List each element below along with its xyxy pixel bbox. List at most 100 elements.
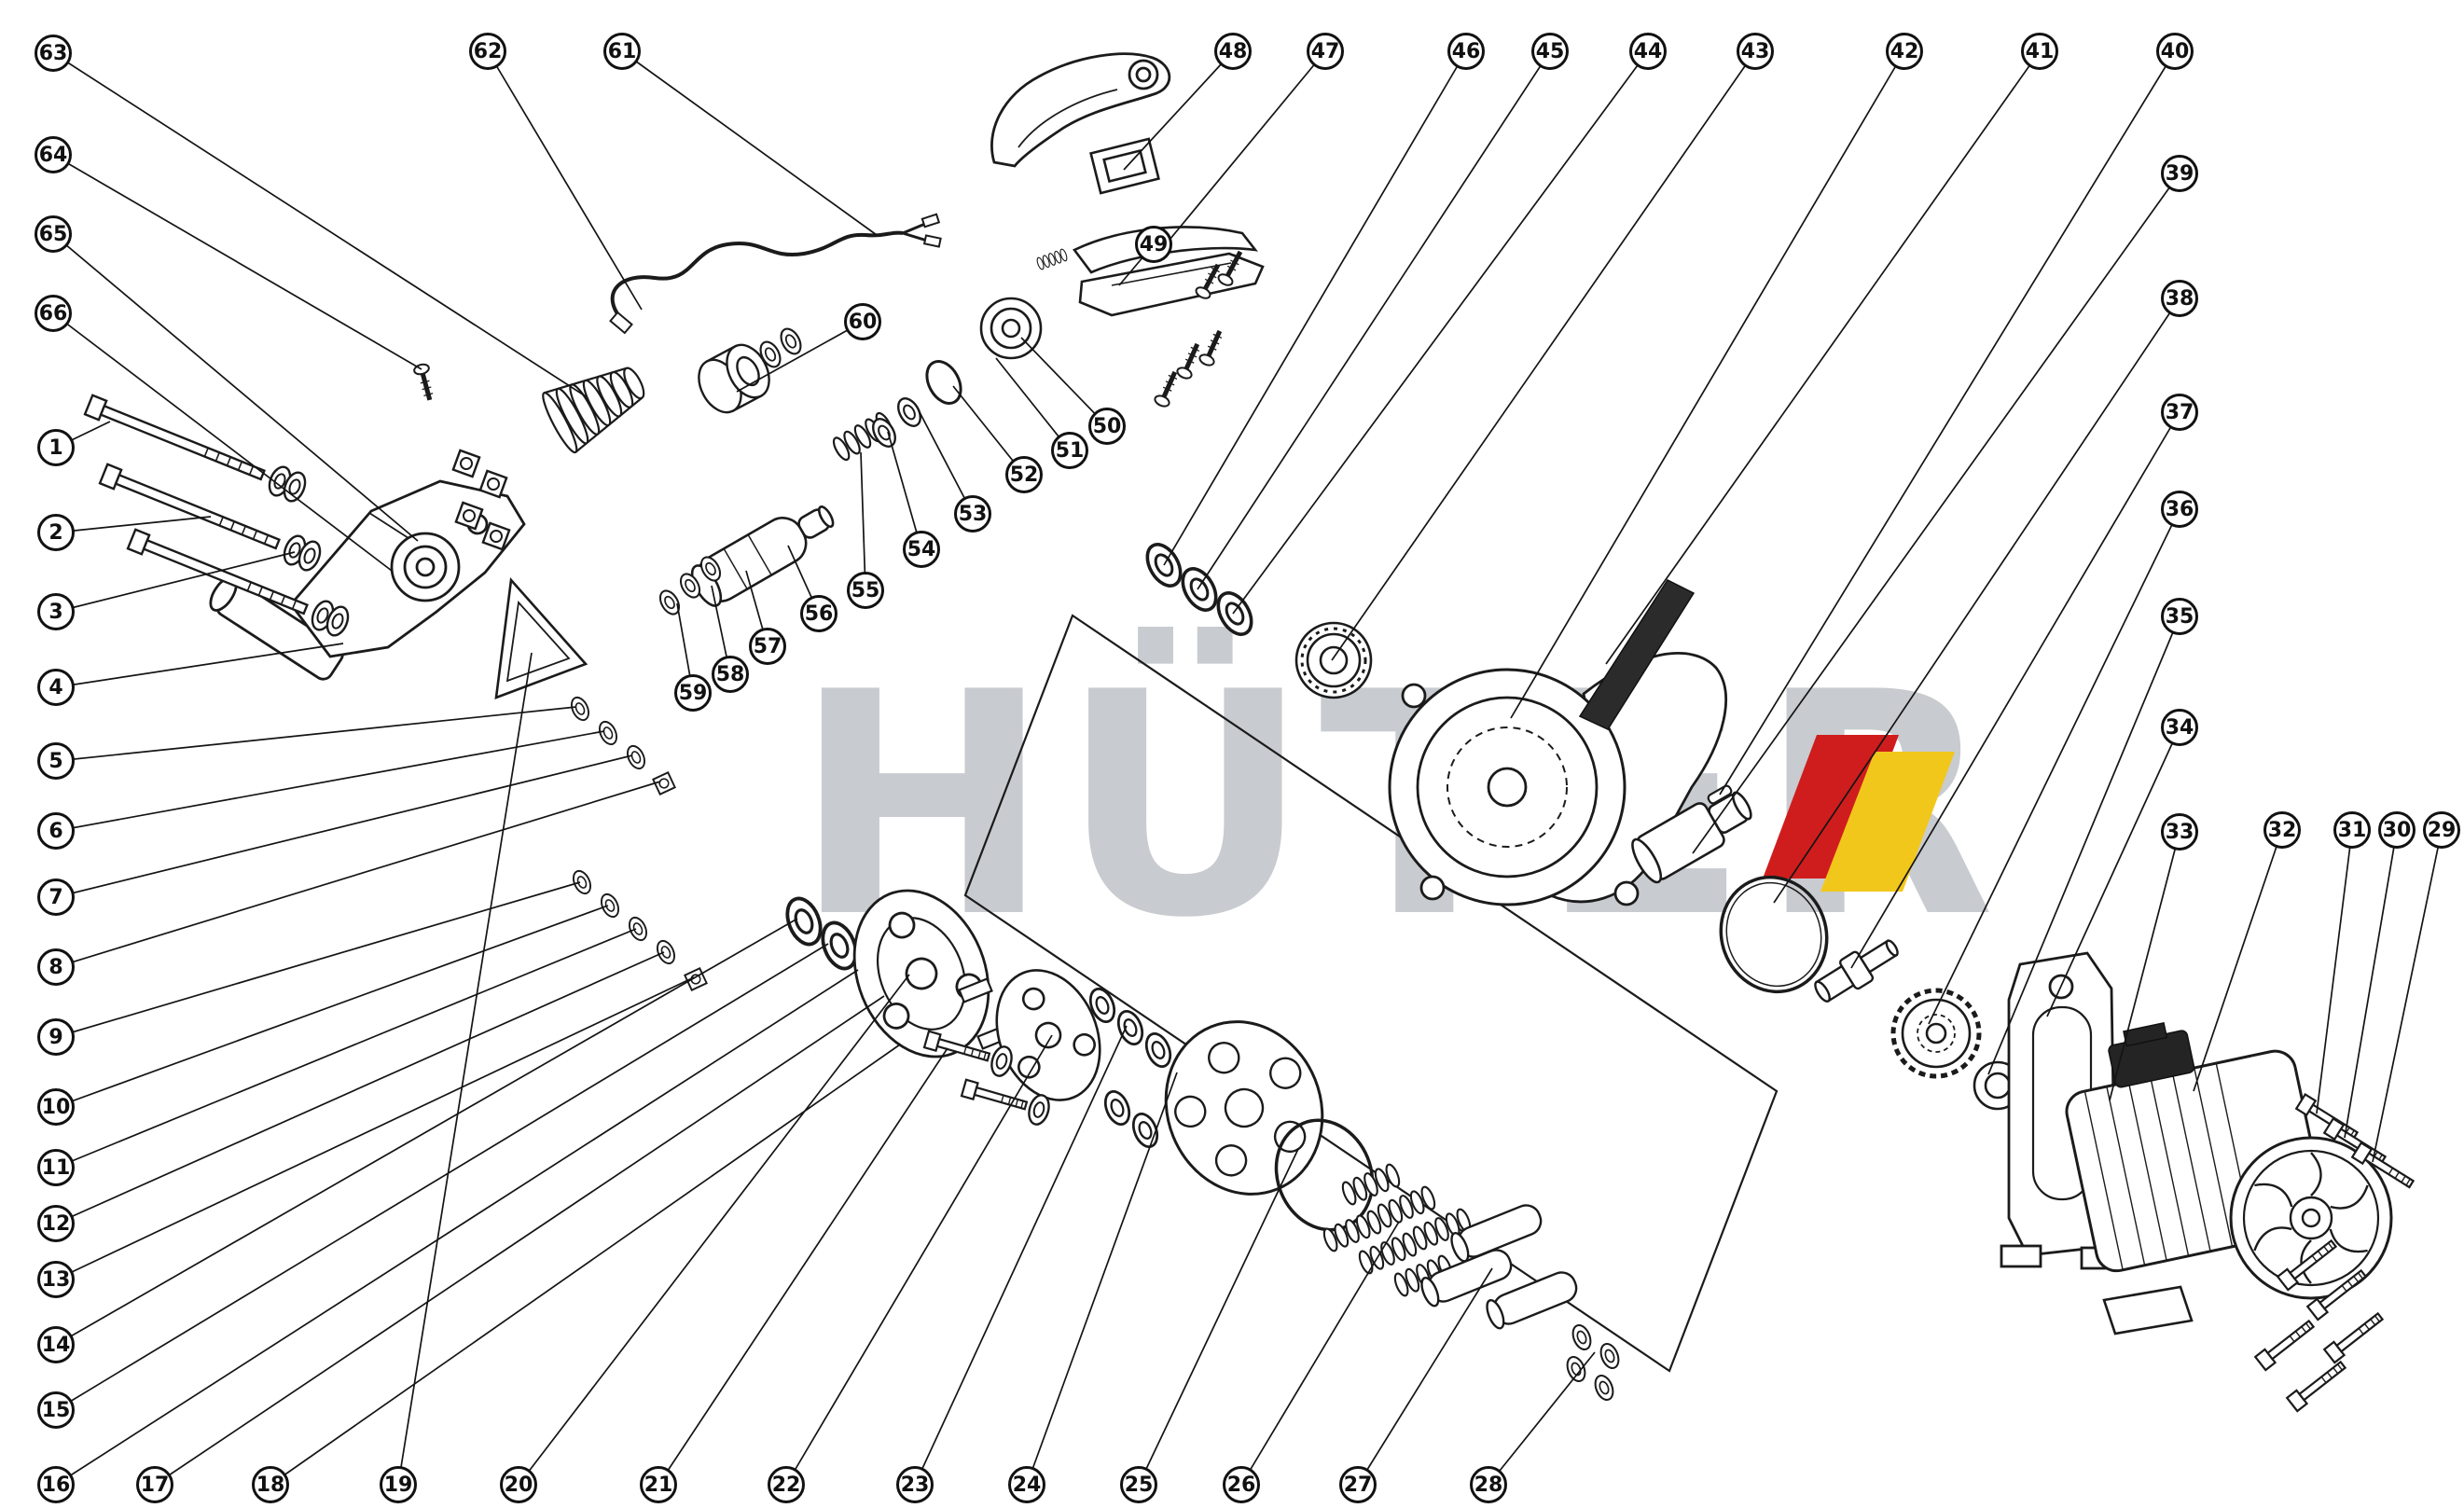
callout-63: 63 <box>35 35 72 72</box>
leader-line-15 <box>55 943 829 1411</box>
callout-11: 11 <box>37 1149 75 1186</box>
callout-59: 59 <box>674 674 712 712</box>
callout-3: 3 <box>37 593 75 630</box>
callout-54: 54 <box>903 531 940 568</box>
leader-line-33 <box>2109 831 2180 1101</box>
callout-62: 62 <box>469 33 506 70</box>
callout-31: 31 <box>2333 811 2371 849</box>
callout-12: 12 <box>37 1205 75 1242</box>
leader-line-22 <box>785 1034 1053 1486</box>
leader-line-4 <box>55 643 344 688</box>
callout-19: 19 <box>380 1466 417 1503</box>
leader-line-64 <box>52 154 422 370</box>
callout-44: 44 <box>1629 33 1667 70</box>
leader-line-37 <box>1850 411 2180 969</box>
leader-line-38 <box>1773 297 2180 904</box>
callout-20: 20 <box>500 1466 537 1503</box>
leader-lines <box>52 50 2443 1486</box>
large-o-ring-sketch <box>1719 875 1829 994</box>
leader-line-5 <box>55 706 577 762</box>
callout-23: 23 <box>896 1466 934 1503</box>
leader-line-12 <box>55 951 665 1224</box>
motor-foot-sketch <box>2102 1285 2194 1335</box>
leader-line-29 <box>2372 829 2443 1163</box>
leader-line-7 <box>55 754 633 898</box>
switch-sketch <box>1089 137 1160 195</box>
callout-60: 60 <box>844 303 881 340</box>
leader-line-16 <box>55 969 859 1486</box>
leader-line-65 <box>52 233 419 542</box>
gear-sketch <box>1890 988 1982 1079</box>
leader-line-36 <box>1928 508 2180 1025</box>
leader-line-8 <box>55 781 661 968</box>
leader-line-50 <box>1020 337 1108 427</box>
callout-7: 7 <box>37 879 75 916</box>
callout-26: 26 <box>1223 1466 1260 1503</box>
callout-38: 38 <box>2161 280 2198 317</box>
callout-58: 58 <box>712 656 749 693</box>
leader-line-25 <box>1138 1148 1299 1486</box>
callout-66: 66 <box>35 295 72 332</box>
callout-29: 29 <box>2423 811 2460 849</box>
callout-24: 24 <box>1008 1466 1045 1503</box>
leader-line-43 <box>1331 50 1756 661</box>
callout-25: 25 <box>1120 1466 1157 1503</box>
callout-35: 35 <box>2161 598 2198 635</box>
bellows-sketch <box>542 367 645 454</box>
leader-line-45 <box>1197 50 1551 590</box>
leader-line-42 <box>1510 50 1905 719</box>
callout-9: 9 <box>37 1018 75 1056</box>
leader-line-66 <box>52 312 393 572</box>
callout-18: 18 <box>252 1466 289 1503</box>
callout-21: 21 <box>640 1466 677 1503</box>
leader-line-39 <box>1692 173 2180 854</box>
callout-45: 45 <box>1531 33 1569 70</box>
leader-line-14 <box>55 918 798 1346</box>
leader-line-35 <box>1987 616 2180 1075</box>
callout-48: 48 <box>1214 33 1252 70</box>
leader-line-19 <box>397 652 533 1486</box>
leader-line-28 <box>1488 1351 1596 1486</box>
gearbox-brace-sketch <box>1578 579 1696 730</box>
leader-line-23 <box>914 1025 1128 1486</box>
callout-41: 41 <box>2021 33 2058 70</box>
cam-cylinder-sketch <box>1631 791 1752 884</box>
callout-55: 55 <box>847 572 884 609</box>
crank-flange-sketch <box>852 889 990 1058</box>
leader-line-24 <box>1026 1072 1178 1486</box>
callout-33: 33 <box>2161 813 2198 851</box>
valve-stem-sketch <box>1814 939 1899 1003</box>
callout-65: 65 <box>35 215 72 253</box>
leader-line-3 <box>55 551 296 613</box>
callout-42: 42 <box>1886 33 1923 70</box>
callout-10: 10 <box>37 1088 75 1126</box>
leader-line-47 <box>1160 50 1326 251</box>
callout-37: 37 <box>2161 394 2198 431</box>
leader-line-41 <box>1605 50 2041 665</box>
power-cable-sketch <box>609 213 942 335</box>
nozzle-tube-sketch <box>209 575 344 681</box>
brand-flag-red <box>1763 735 1899 879</box>
callout-47: 47 <box>1307 33 1344 70</box>
leader-line-21 <box>658 1047 948 1486</box>
leader-line-34 <box>2046 726 2180 1017</box>
o-ring-sketch <box>925 360 962 405</box>
section-frame-sketch <box>963 614 1779 1373</box>
triangle-bracket-sketch <box>494 576 588 699</box>
callout-43: 43 <box>1737 33 1774 70</box>
leader-line-11 <box>55 928 637 1169</box>
leader-line-63 <box>52 52 587 397</box>
coupler-nut-sketch <box>698 343 770 414</box>
callout-52: 52 <box>1005 456 1043 493</box>
leader-line-61 <box>621 50 878 236</box>
leader-line-55 <box>860 451 866 591</box>
leader-line-62 <box>487 50 643 311</box>
leader-line-18 <box>270 1044 901 1486</box>
callout-13: 13 <box>37 1261 75 1298</box>
leader-line-40 <box>1719 50 2176 796</box>
callout-8: 8 <box>37 948 75 986</box>
callout-39: 39 <box>2161 155 2198 192</box>
callout-14: 14 <box>37 1326 75 1363</box>
